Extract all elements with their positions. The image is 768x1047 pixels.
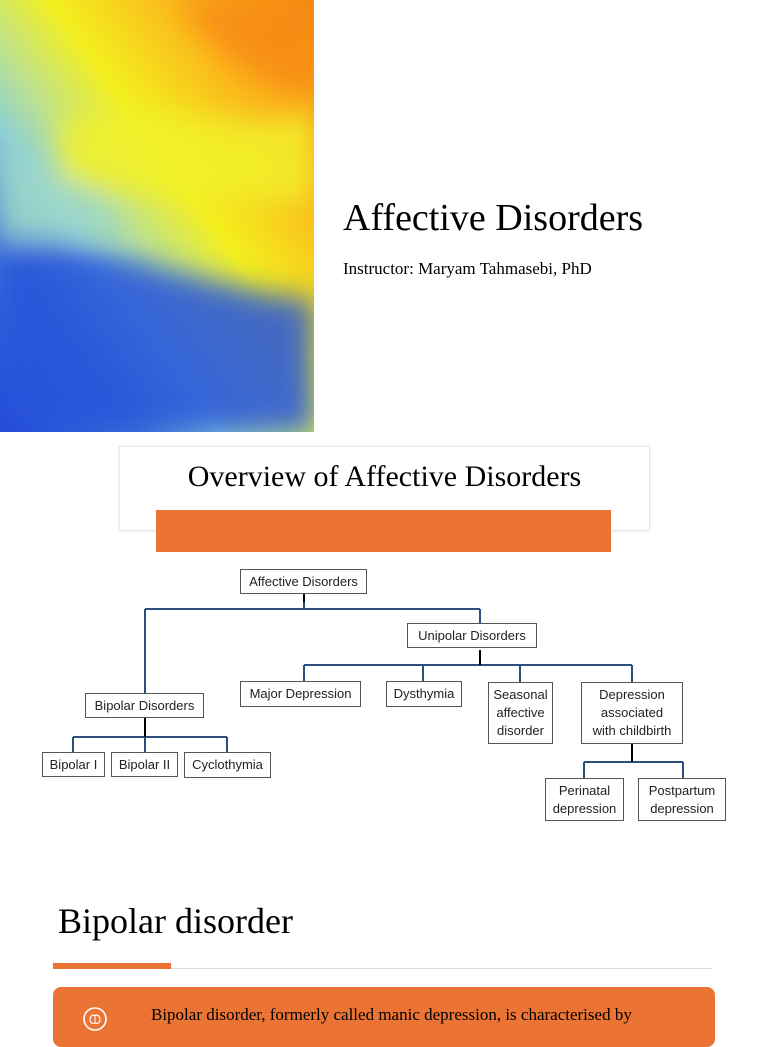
node-depression-childbirth: Depression associated with childbirth [581, 682, 683, 744]
disorder-hierarchy-diagram: Affective Disorders Unipolar Disorders B… [0, 560, 768, 840]
node-seasonal-affective-disorder: Seasonal affective disorder [488, 682, 553, 744]
title-rule-line [171, 968, 712, 969]
instructor-subtitle: Instructor: Maryam Tahmasebi, PhD [343, 259, 592, 278]
node-bipolar-i: Bipolar I [42, 752, 105, 777]
node-dysthymia: Dysthymia [386, 681, 462, 707]
node-affective-disorders: Affective Disorders [240, 569, 367, 594]
node-unipolar-disorders: Unipolar Disorders [407, 623, 537, 648]
brain-icon [82, 1006, 108, 1032]
title-slide: Affective Disorders Instructor: Maryam T… [0, 0, 768, 432]
node-major-depression: Major Depression [240, 681, 361, 707]
definition-text: Bipolar disorder, formerly called manic … [151, 1005, 632, 1024]
node-bipolar-disorders: Bipolar Disorders [85, 693, 204, 718]
slide-title: Affective Disorders [343, 197, 644, 239]
title-accent-line [53, 963, 171, 969]
node-cyclothymia: Cyclothymia [184, 752, 271, 778]
node-postpartum-depression: Postpartum depression [638, 778, 726, 821]
abstract-gradient-image [0, 0, 314, 432]
accent-bar [156, 510, 611, 552]
node-bipolar-ii: Bipolar II [111, 752, 178, 777]
overview-title: Overview of Affective Disorders [187, 460, 582, 493]
bipolar-section-title: Bipolar disorder [58, 901, 293, 941]
node-perinatal-depression: Perinatal depression [545, 778, 624, 821]
